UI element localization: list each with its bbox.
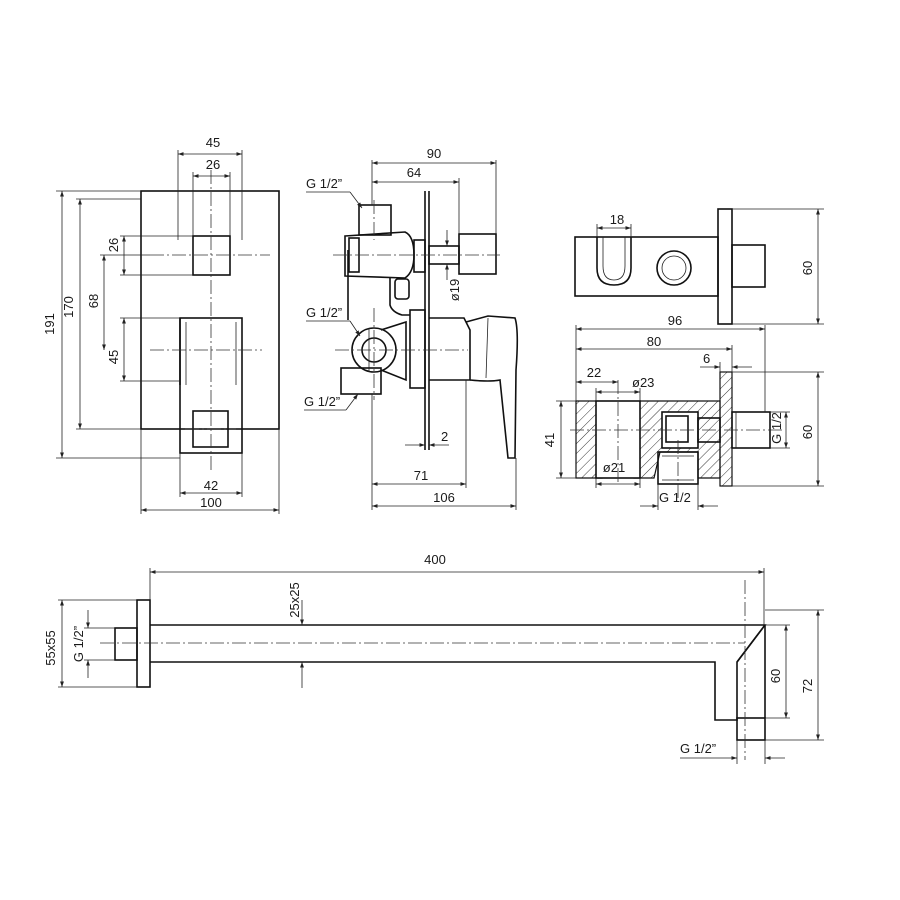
dim-22: 22 xyxy=(587,365,601,380)
dim-71: 71 xyxy=(414,468,428,483)
dim-191: 191 xyxy=(42,313,57,335)
outlet-top-view: 18 60 xyxy=(574,208,824,325)
thread-label-vertical: G 1/2 xyxy=(769,412,784,444)
dim-68: 68 xyxy=(86,294,101,308)
outlet-section-view: 96 80 6 22 ø23 41 ø21 G 1/2 xyxy=(542,313,824,510)
dim-18: 18 xyxy=(610,212,624,227)
thread-label-arm-left: G 1/2” xyxy=(71,626,86,662)
thread-label-bottom: G 1/2” xyxy=(304,394,340,409)
dim-60-arm: 60 xyxy=(768,669,783,683)
dim-42: 42 xyxy=(204,478,218,493)
dim-45-vertical: 45 xyxy=(106,350,121,364)
thread-label-top: G 1/2” xyxy=(306,176,342,191)
dim-96: 96 xyxy=(668,313,682,328)
shower-arm-view: 400 25x25 55x55 G 1/2” 60 72 G 1/2” xyxy=(43,552,824,764)
dim-400: 400 xyxy=(424,552,446,567)
thread-label-section-bottom: G 1/2 xyxy=(659,490,691,505)
dim-90: 90 xyxy=(427,146,441,161)
dim-dia-23: ø23 xyxy=(632,375,654,390)
dim-72: 72 xyxy=(800,679,815,693)
dim-100: 100 xyxy=(200,495,222,510)
dim-170: 170 xyxy=(61,296,76,318)
thread-label-middle: G 1/2” xyxy=(306,305,342,320)
dim-106: 106 xyxy=(433,490,455,505)
dim-2: 2 xyxy=(441,429,448,444)
dim-80: 80 xyxy=(647,334,661,349)
dim-41: 41 xyxy=(542,433,557,447)
dim-55x55: 55x55 xyxy=(43,630,58,665)
dim-dia-21: ø21 xyxy=(603,460,625,475)
thread-label-arm-bottom: G 1/2” xyxy=(680,741,716,756)
front-view: 45 26 191 170 68 26 45 42 xyxy=(42,135,280,514)
dim-60-top: 60 xyxy=(800,261,815,275)
dim-26-vertical: 26 xyxy=(106,238,121,252)
dim-dia-19: ø19 xyxy=(447,279,462,301)
dim-60-section: 60 xyxy=(800,425,815,439)
dim-25x25: 25x25 xyxy=(287,582,302,617)
dim-45: 45 xyxy=(206,135,220,150)
side-view: 90 64 G 1/2” ø19 G 1/2” G 1/2” 2 71 106 xyxy=(304,146,519,510)
dim-64: 64 xyxy=(407,165,421,180)
dim-26: 26 xyxy=(206,157,220,172)
dim-6: 6 xyxy=(703,351,710,366)
